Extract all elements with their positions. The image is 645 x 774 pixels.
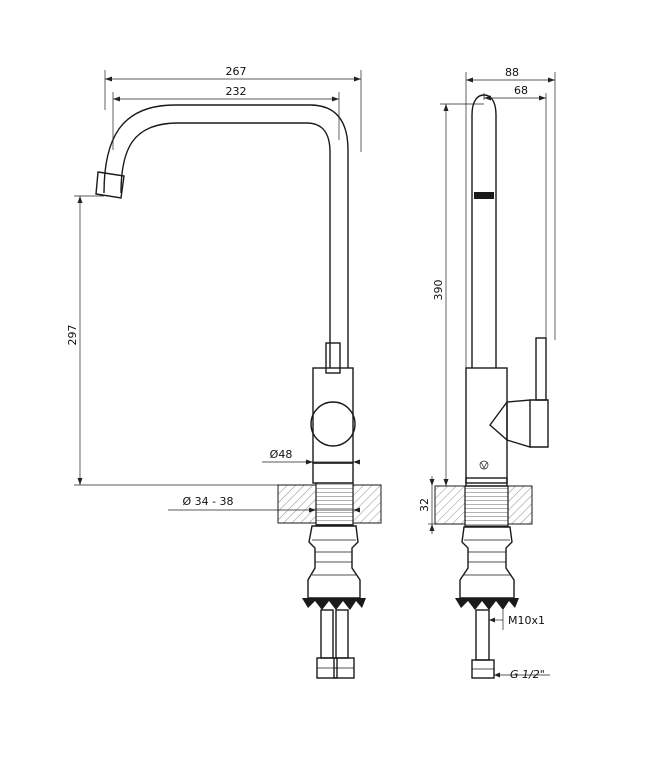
side-handle xyxy=(506,399,531,448)
front-body xyxy=(312,367,354,464)
front-view: 267 232 297 Ø48 Ø xyxy=(66,65,382,679)
dim-390: 390 xyxy=(432,103,484,487)
side-mount-nut xyxy=(459,526,515,599)
callout-m10: M10x1 xyxy=(489,610,545,630)
side-lever-wedge xyxy=(489,401,508,441)
side-lever-stem xyxy=(535,337,547,401)
front-handle-disc xyxy=(310,401,356,447)
dim-d34-38: Ø 34 - 38 xyxy=(168,495,360,513)
front-countertop-right xyxy=(352,484,382,524)
dim-hole-diameter: Ø 34 - 38 xyxy=(182,495,233,508)
dim-297: 297 xyxy=(66,195,278,486)
side-crown-washer xyxy=(455,598,519,610)
dim-deck-thickness: 32 xyxy=(418,498,431,512)
side-view: 88 68 390 32 M10x1 xyxy=(418,66,556,681)
dim-267: 267 xyxy=(104,65,362,152)
front-spout-inner xyxy=(120,122,331,368)
front-hoses xyxy=(316,609,355,679)
front-spout-outer xyxy=(103,104,349,368)
dim-spout-depth: 68 xyxy=(514,84,528,97)
side-body xyxy=(465,367,508,484)
dim-32: 32 xyxy=(418,476,435,534)
callout-g12: G 1/2" xyxy=(494,668,550,681)
front-threaded-shank xyxy=(315,482,354,526)
logo-mark xyxy=(479,460,489,470)
dim-68: 68 xyxy=(483,84,547,338)
front-lever-stem xyxy=(325,342,341,374)
side-base-collar xyxy=(465,477,508,487)
side-threaded-shank xyxy=(464,485,509,527)
dim-body-diameter: Ø48 xyxy=(270,448,293,461)
dim-total-height: 390 xyxy=(432,280,445,301)
dim-overall-depth: 88 xyxy=(505,66,519,79)
callout-stud-thread: M10x1 xyxy=(508,614,545,627)
dim-spout-width: 232 xyxy=(226,85,247,98)
front-countertop-left xyxy=(277,484,317,524)
dim-d48: Ø48 xyxy=(262,448,360,466)
side-aerator xyxy=(474,192,494,199)
side-spout-tube xyxy=(471,94,497,368)
dim-overall-width: 267 xyxy=(226,65,247,78)
side-countertop-right xyxy=(507,485,533,525)
dim-232: 232 xyxy=(112,85,340,150)
side-hose xyxy=(471,609,495,679)
side-countertop-left xyxy=(434,485,466,525)
callout-hose-thread: G 1/2" xyxy=(510,668,545,681)
front-crown-washer xyxy=(302,598,366,610)
front-base-collar xyxy=(312,462,354,484)
front-spout-tip xyxy=(95,171,125,199)
dim-spout-height: 297 xyxy=(66,325,79,346)
dim-88: 88 xyxy=(465,66,556,368)
